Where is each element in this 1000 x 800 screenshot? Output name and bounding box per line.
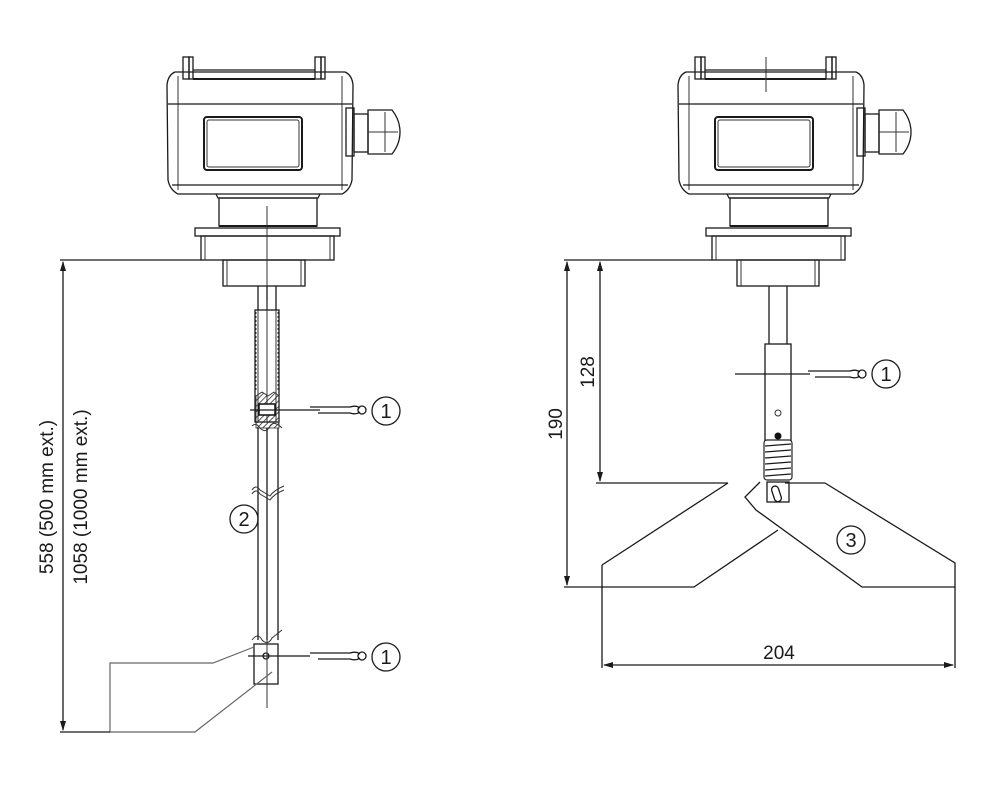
right-callout-3-label: 3 [845, 530, 856, 552]
dimension-558-label: 558 (500 mm ext.) [37, 420, 58, 574]
left-callout-1-lower: 1 [310, 642, 401, 672]
right-callout-1-label: 1 [880, 364, 891, 386]
left-callout-2: 2 [229, 504, 259, 534]
dimension-128-label: 128 [578, 356, 599, 388]
dimension-204-label: 204 [763, 643, 795, 664]
left-callout-1-upper: 1 [310, 396, 401, 426]
right-shaft [735, 286, 810, 503]
right-housing [677, 56, 912, 287]
callout-2-label: 2 [238, 509, 249, 531]
callout-1-label: 1 [380, 401, 391, 423]
spring [763, 439, 793, 481]
dimension-1058-label: 1058 (1000 mm ext.) [71, 409, 92, 584]
right-view: 1 3 190 128 204 [546, 56, 956, 668]
right-callout-1: 1 [808, 359, 901, 389]
dimension-190-label: 190 [546, 408, 567, 440]
right-dimensions: 190 128 204 [546, 259, 956, 668]
right-paddle [601, 481, 956, 588]
left-paddle [109, 646, 273, 733]
left-dimension-length: 558 (500 mm ext.) 1058 (1000 mm ext.) [37, 259, 201, 733]
right-callout-3: 3 [836, 525, 866, 555]
left-view: 1 2 1 558 (500 mm ext.) 1058 (1000 mm ex… [37, 56, 401, 733]
left-housing [166, 56, 401, 300]
callout-1b-label: 1 [380, 647, 391, 669]
left-shaft [248, 286, 320, 708]
